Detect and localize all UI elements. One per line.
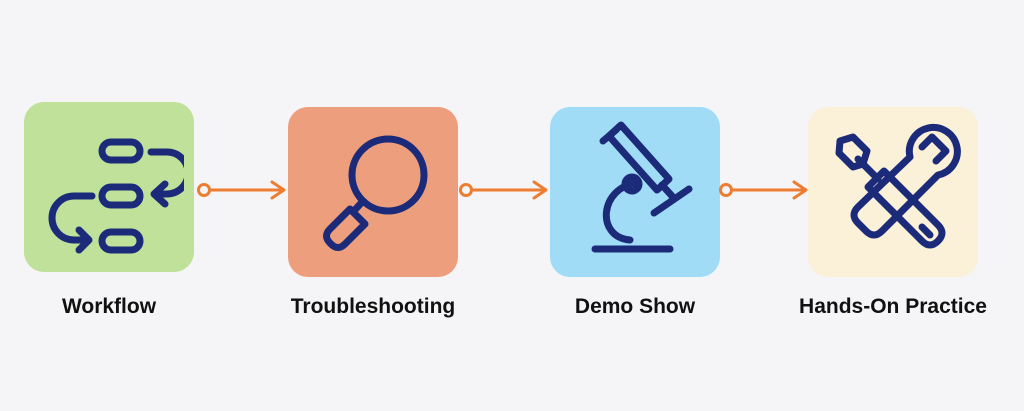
step-card-demo-show (550, 107, 720, 277)
step-label-workflow: Workflow (61, 295, 157, 318)
step-label-hands-on-practice: Hands-On Practice (799, 295, 987, 318)
connector-arrow (459, 180, 548, 200)
connector-arrow (197, 180, 286, 200)
connector-arrow (719, 180, 808, 200)
tools-icon (835, 124, 961, 249)
step-card-hands-on-practice (808, 107, 978, 277)
magnifying-glass-icon (323, 135, 428, 251)
step-label-demo-show: Demo Show (574, 295, 696, 318)
step-card-troubleshooting (288, 107, 458, 277)
microscope-icon (591, 121, 693, 253)
step-label-troubleshooting: Troubleshooting (290, 295, 456, 318)
workflow-icon (48, 138, 184, 254)
step-card-workflow (24, 102, 194, 272)
